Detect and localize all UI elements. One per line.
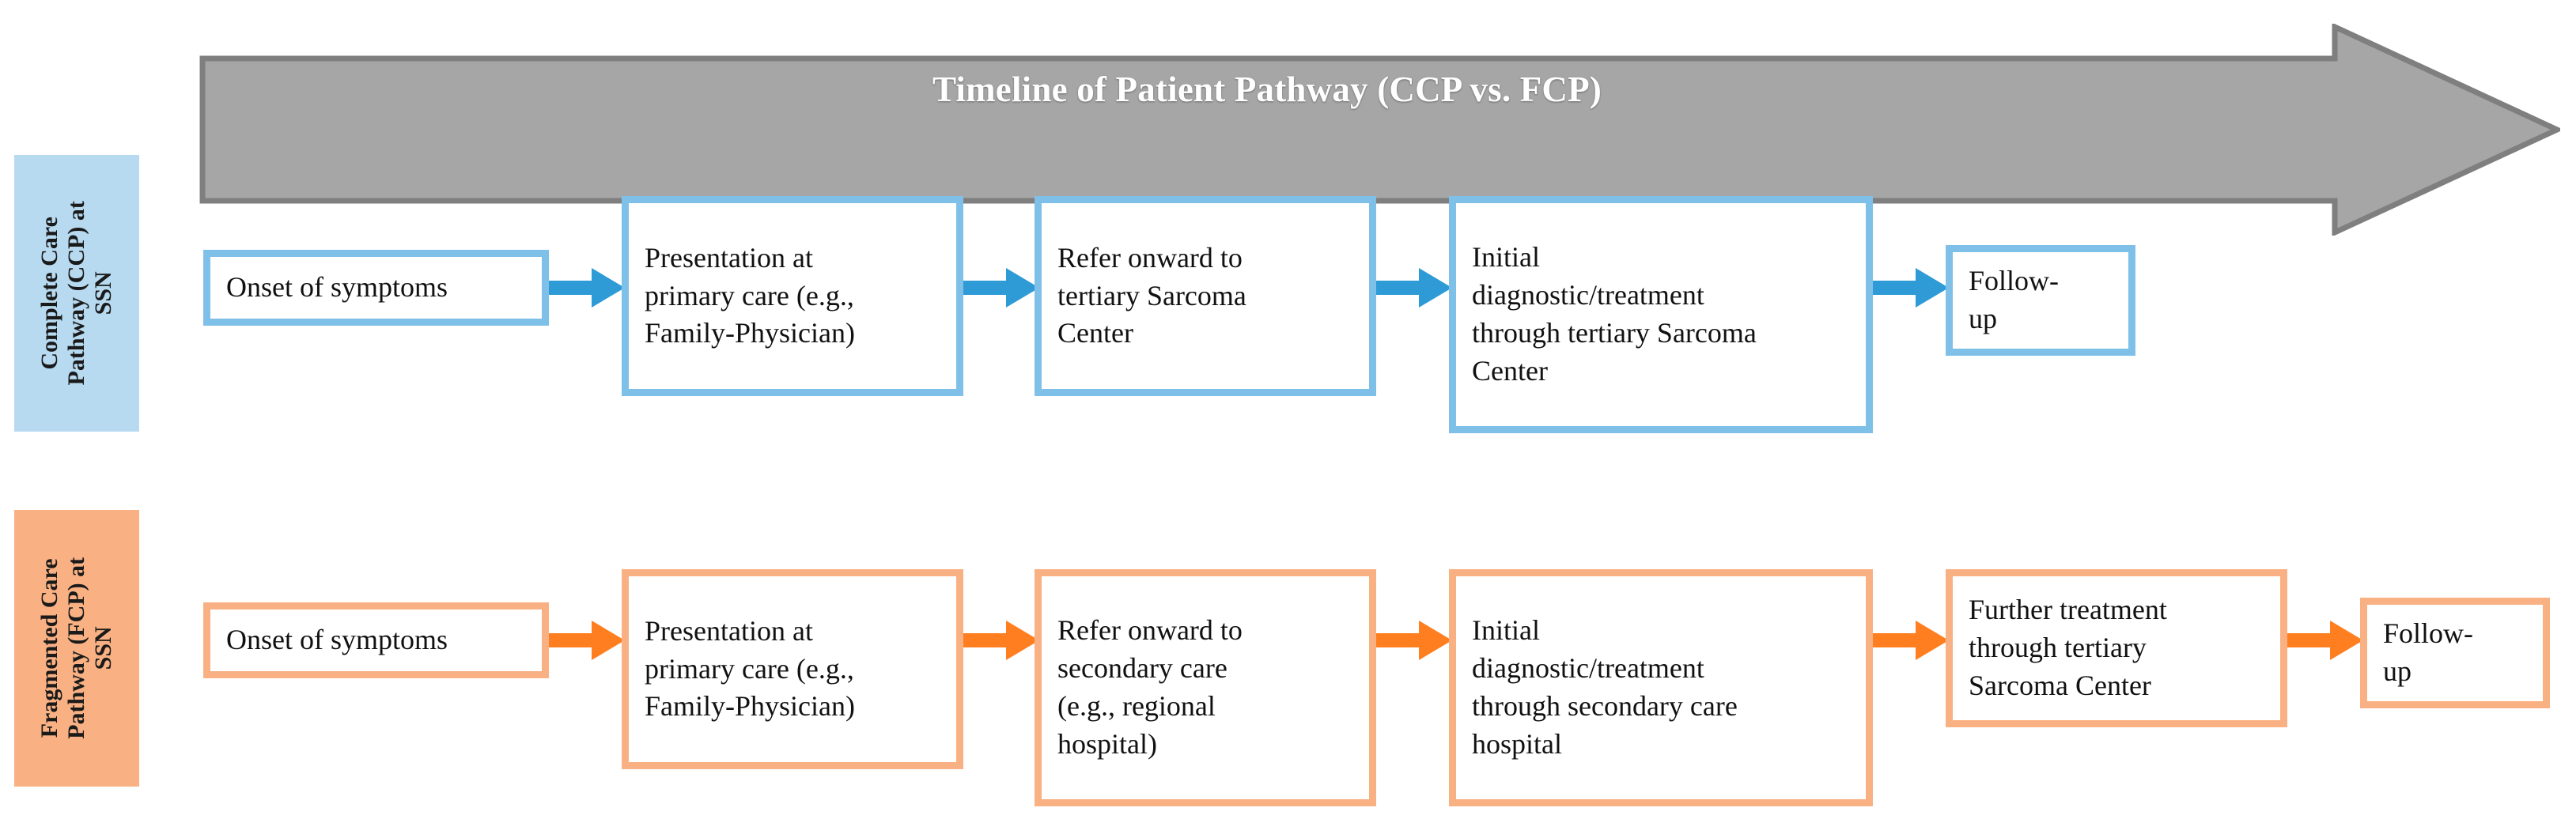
ccp-connector-4 — [1873, 266, 1950, 309]
timeline-banner-arrow — [199, 24, 2560, 236]
row-label-fcp-line-1: Fragmented Care — [36, 558, 63, 738]
fcp-connector-2 — [963, 619, 1041, 662]
fcp-step-4-box[interactable]: Initial diagnostic/treatment through sec… — [1449, 569, 1873, 806]
row-label-fcp-line-3: SSN — [89, 626, 116, 670]
ccp-step-2-box[interactable]: Presentation at primary care (e.g., Fami… — [622, 196, 963, 396]
fcp-step-5-text: Further treatment through tertiary Sarco… — [1969, 594, 2167, 701]
ccp-step-4-box[interactable]: Initial diagnostic/treatment through ter… — [1449, 196, 1873, 433]
ccp-step-1-box[interactable]: Onset of symptoms — [203, 250, 549, 326]
ccp-step-3-text: Refer onward to tertiary Sarcoma Center — [1057, 241, 1246, 349]
ccp-step-4-text: Initial diagnostic/treatment through ter… — [1472, 241, 1757, 387]
ccp-connector-1 — [549, 266, 626, 309]
ccp-step-3-box[interactable]: Refer onward to tertiary Sarcoma Center — [1035, 196, 1376, 396]
row-label-ccp-line-2: Pathway (CCP) at — [63, 201, 90, 386]
row-label-ccp-line-1: Complete Care — [36, 217, 63, 370]
fcp-step-2-box[interactable]: Presentation at primary care (e.g., Fami… — [622, 569, 963, 769]
row-label-fcp: Fragmented Care Pathway (FCP) at SSN — [14, 510, 139, 787]
fcp-connector-5 — [2287, 619, 2365, 662]
fcp-step-1-text: Onset of symptoms — [226, 624, 448, 656]
fcp-connector-1 — [549, 619, 626, 662]
fcp-step-3-text: Refer onward to secondary care (e.g., re… — [1057, 614, 1243, 760]
ccp-connector-2 — [963, 266, 1041, 309]
ccp-step-5-text: Follow- up — [1969, 265, 2060, 334]
fcp-step-2-text: Presentation at primary care (e.g., Fami… — [645, 614, 855, 723]
fcp-step-4-text: Initial diagnostic/treatment through sec… — [1472, 614, 1738, 760]
fcp-step-6-text: Follow- up — [2383, 617, 2474, 687]
row-label-fcp-line-2: Pathway (FCP) at — [63, 557, 90, 739]
ccp-connector-3 — [1376, 266, 1454, 309]
fcp-step-5-box[interactable]: Further treatment through tertiary Sarco… — [1946, 569, 2287, 727]
row-label-ccp-line-3: SSN — [89, 271, 116, 315]
ccp-step-2-text: Presentation at primary care (e.g., Fami… — [645, 241, 855, 349]
row-label-ccp: Complete Care Pathway (CCP) at SSN — [14, 155, 139, 432]
fcp-connector-4 — [1873, 619, 1950, 662]
fcp-connector-3 — [1376, 619, 1454, 662]
fcp-step-6-box[interactable]: Follow- up — [2360, 598, 2550, 708]
ccp-step-5-box[interactable]: Follow- up — [1946, 245, 2135, 356]
ccp-step-1-text: Onset of symptoms — [226, 271, 448, 304]
fcp-step-1-box[interactable]: Onset of symptoms — [203, 602, 549, 678]
fcp-step-3-box[interactable]: Refer onward to secondary care (e.g., re… — [1035, 569, 1376, 806]
